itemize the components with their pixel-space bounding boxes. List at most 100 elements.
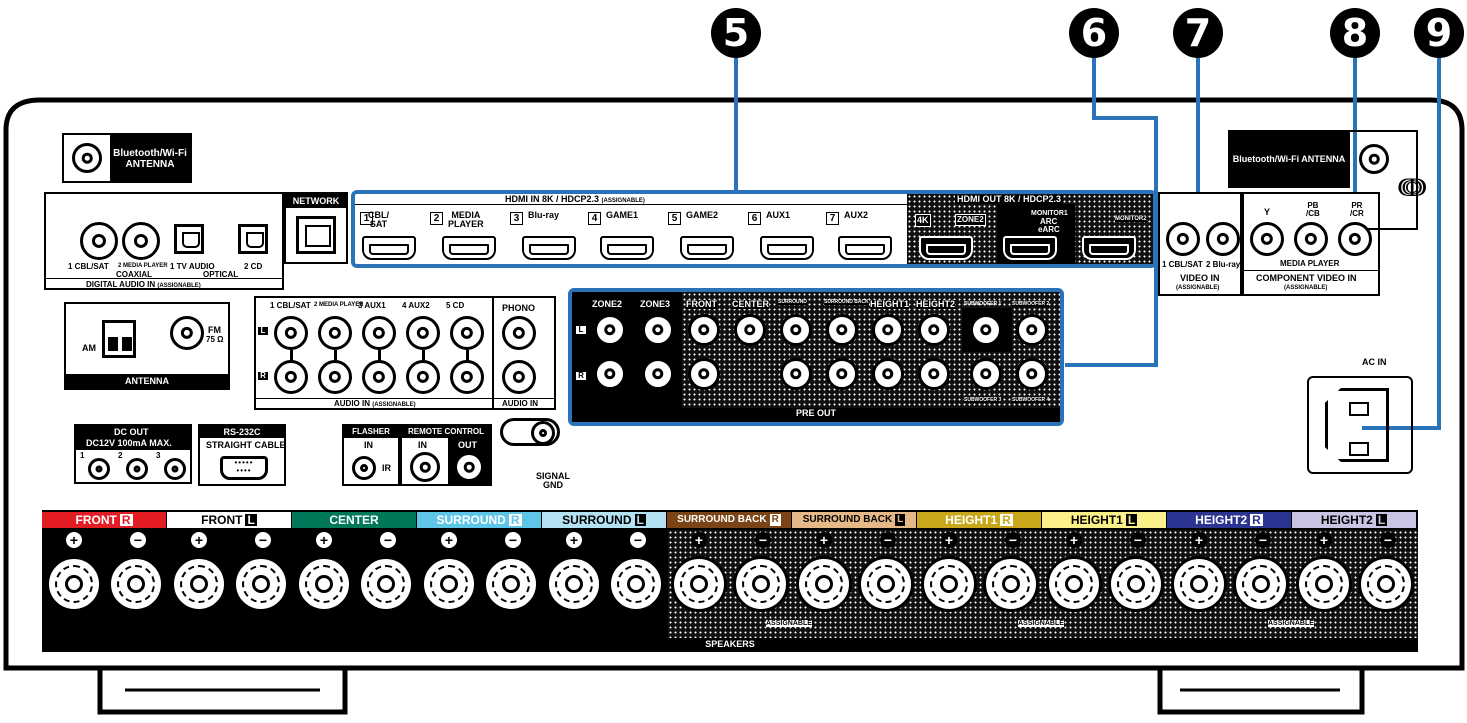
pre-out-zone-jack-r-1[interactable] xyxy=(594,358,626,390)
speaker-post-plus-4[interactable] xyxy=(421,556,477,612)
remote-in-jack[interactable] xyxy=(410,452,440,482)
phono-jack-r[interactable] xyxy=(502,360,536,394)
audio-in-jack-l-5[interactable] xyxy=(450,316,484,350)
video-in-label-2: 2 Blu-ray xyxy=(1206,260,1241,269)
audio-in-jack-r-2[interactable] xyxy=(318,360,352,394)
hdmi-in-port-5[interactable] xyxy=(680,236,734,260)
audio-in-jack-r-4[interactable] xyxy=(406,360,440,394)
speaker-post-plus-7[interactable] xyxy=(796,556,852,612)
speaker-post-minus-4[interactable] xyxy=(483,556,539,612)
audio-in-jack-r-1[interactable] xyxy=(274,360,308,394)
hdmi-out-port-monitor2[interactable] xyxy=(1082,236,1136,260)
optical-jack-1[interactable] xyxy=(174,224,204,254)
pre-out-jack-r-1[interactable] xyxy=(688,358,720,390)
speaker-side-7: L xyxy=(895,514,906,526)
component-pr-label: PR /CR xyxy=(1350,201,1364,218)
hdmi-in-port-6[interactable] xyxy=(760,236,814,260)
hdmi-in-port-2[interactable] xyxy=(442,236,496,260)
pre-out-jack-r-3[interactable] xyxy=(780,358,812,390)
hdmi-in-number-2: 2 xyxy=(430,212,443,225)
pre-out-jack-r-4[interactable] xyxy=(826,358,858,390)
fm-label: FM xyxy=(208,325,221,335)
audio-in-jack-l-4[interactable] xyxy=(406,316,440,350)
component-pb-jack[interactable] xyxy=(1294,222,1328,256)
speaker-post-minus-5[interactable] xyxy=(608,556,664,612)
rs232c-port[interactable]: ••••••••• xyxy=(220,456,268,480)
pre-out-zone-jack-l-1[interactable] xyxy=(594,314,626,346)
speaker-post-plus-8[interactable] xyxy=(921,556,977,612)
pre-out-jack-r-5[interactable] xyxy=(872,358,904,390)
hdmi-in-port-3[interactable] xyxy=(522,236,576,260)
ac-in-label: AC IN xyxy=(1362,357,1387,367)
dc-out-jack-2[interactable] xyxy=(126,458,148,480)
speaker-minus-icon-1: − xyxy=(130,532,146,548)
subwoofer-jack-1[interactable] xyxy=(970,314,1002,346)
pre-out-jack-l-6[interactable] xyxy=(918,314,950,346)
pre-out-jack-l-4[interactable] xyxy=(826,314,858,346)
speaker-post-minus-1[interactable] xyxy=(108,556,164,612)
video-in-assignable: (ASSIGNABLE) xyxy=(1176,285,1220,291)
ethernet-port[interactable] xyxy=(296,216,336,254)
speaker-post-minus-7[interactable] xyxy=(858,556,914,612)
speaker-post-minus-3[interactable] xyxy=(358,556,414,612)
hdmi-in-port-1[interactable] xyxy=(362,236,416,260)
audio-in-jack-l-1[interactable] xyxy=(274,316,308,350)
hdmi-out-port-monitor1[interactable] xyxy=(1003,236,1057,260)
speaker-post-plus-3[interactable] xyxy=(296,556,352,612)
pre-out-zone-jack-r-2[interactable] xyxy=(642,358,674,390)
hdmi-out-port-zone2[interactable] xyxy=(919,236,973,260)
antenna-jack[interactable] xyxy=(72,143,102,173)
subwoofer-jack-4[interactable] xyxy=(1016,358,1048,390)
speaker-post-minus-6[interactable] xyxy=(733,556,789,612)
speaker-post-minus-8[interactable] xyxy=(983,556,1039,612)
signal-gnd-terminal[interactable] xyxy=(500,418,560,446)
component-y-jack[interactable] xyxy=(1250,222,1284,256)
video-in-jack-1[interactable] xyxy=(1166,222,1200,256)
video-in-jack-2[interactable] xyxy=(1206,222,1240,256)
coaxial-jack-2[interactable] xyxy=(122,222,160,260)
audio-in-label: AUDIO IN (ASSIGNABLE) xyxy=(334,400,416,409)
speaker-post-minus-10[interactable] xyxy=(1233,556,1289,612)
speaker-post-minus-9[interactable] xyxy=(1108,556,1164,612)
hdmi-in-port-7[interactable] xyxy=(838,236,892,260)
speaker-post-minus-11[interactable] xyxy=(1358,556,1414,612)
antenna-jack-right[interactable] xyxy=(1359,144,1389,174)
remote-out-jack[interactable] xyxy=(454,452,484,482)
audio-in-jack-r-5[interactable] xyxy=(450,360,484,394)
digital-audio-in: 1 CBL/SAT 2 MEDIA PLAYER 1 TV AUDIO 2 CD… xyxy=(44,192,284,290)
pre-out-jack-r-6[interactable] xyxy=(918,358,950,390)
speaker-post-minus-2[interactable] xyxy=(233,556,289,612)
speaker-post-plus-2[interactable] xyxy=(171,556,227,612)
rs232c-sub: STRAIGHT CABLE xyxy=(206,440,286,450)
pre-out-jack-l-2[interactable] xyxy=(734,314,766,346)
dc-out-jack-1[interactable] xyxy=(88,458,110,480)
phono-jack-l[interactable] xyxy=(502,316,536,350)
hdmi-in-port-4[interactable] xyxy=(600,236,654,260)
speaker-post-plus-10[interactable] xyxy=(1171,556,1227,612)
speaker-post-plus-9[interactable] xyxy=(1046,556,1102,612)
optical-jack-2[interactable] xyxy=(238,224,268,254)
speaker-post-plus-5[interactable] xyxy=(546,556,602,612)
pre-out-zone-jack-l-2[interactable] xyxy=(642,314,674,346)
subwoofer-jack-2[interactable] xyxy=(1016,314,1048,346)
pre-out-jack-l-1[interactable] xyxy=(688,314,720,346)
subwoofer-jack-3[interactable] xyxy=(970,358,1002,390)
speaker-post-plus-1[interactable] xyxy=(46,556,102,612)
speaker-post-plus-11[interactable] xyxy=(1296,556,1352,612)
speaker-post-plus-6[interactable] xyxy=(671,556,727,612)
dc-out-jack-3[interactable] xyxy=(164,458,186,480)
am-terminal[interactable] xyxy=(102,320,136,358)
audio-in-jack-r-3[interactable] xyxy=(362,360,396,394)
coaxial-jack-1[interactable] xyxy=(80,222,118,260)
pre-out-jack-l-5[interactable] xyxy=(872,314,904,346)
flasher-jack[interactable] xyxy=(352,456,376,480)
pre-out-jack-l-3[interactable] xyxy=(780,314,812,346)
audio-in-jack-l-2[interactable] xyxy=(318,316,352,350)
speaker-minus-icon-6: − xyxy=(755,532,771,548)
network-port-block: NETWORK xyxy=(284,192,348,264)
audio-in-jack-l-3[interactable] xyxy=(362,316,396,350)
fm-jack[interactable] xyxy=(170,316,204,350)
component-pr-jack[interactable] xyxy=(1338,222,1372,256)
ac-in-socket[interactable] xyxy=(1307,376,1413,474)
